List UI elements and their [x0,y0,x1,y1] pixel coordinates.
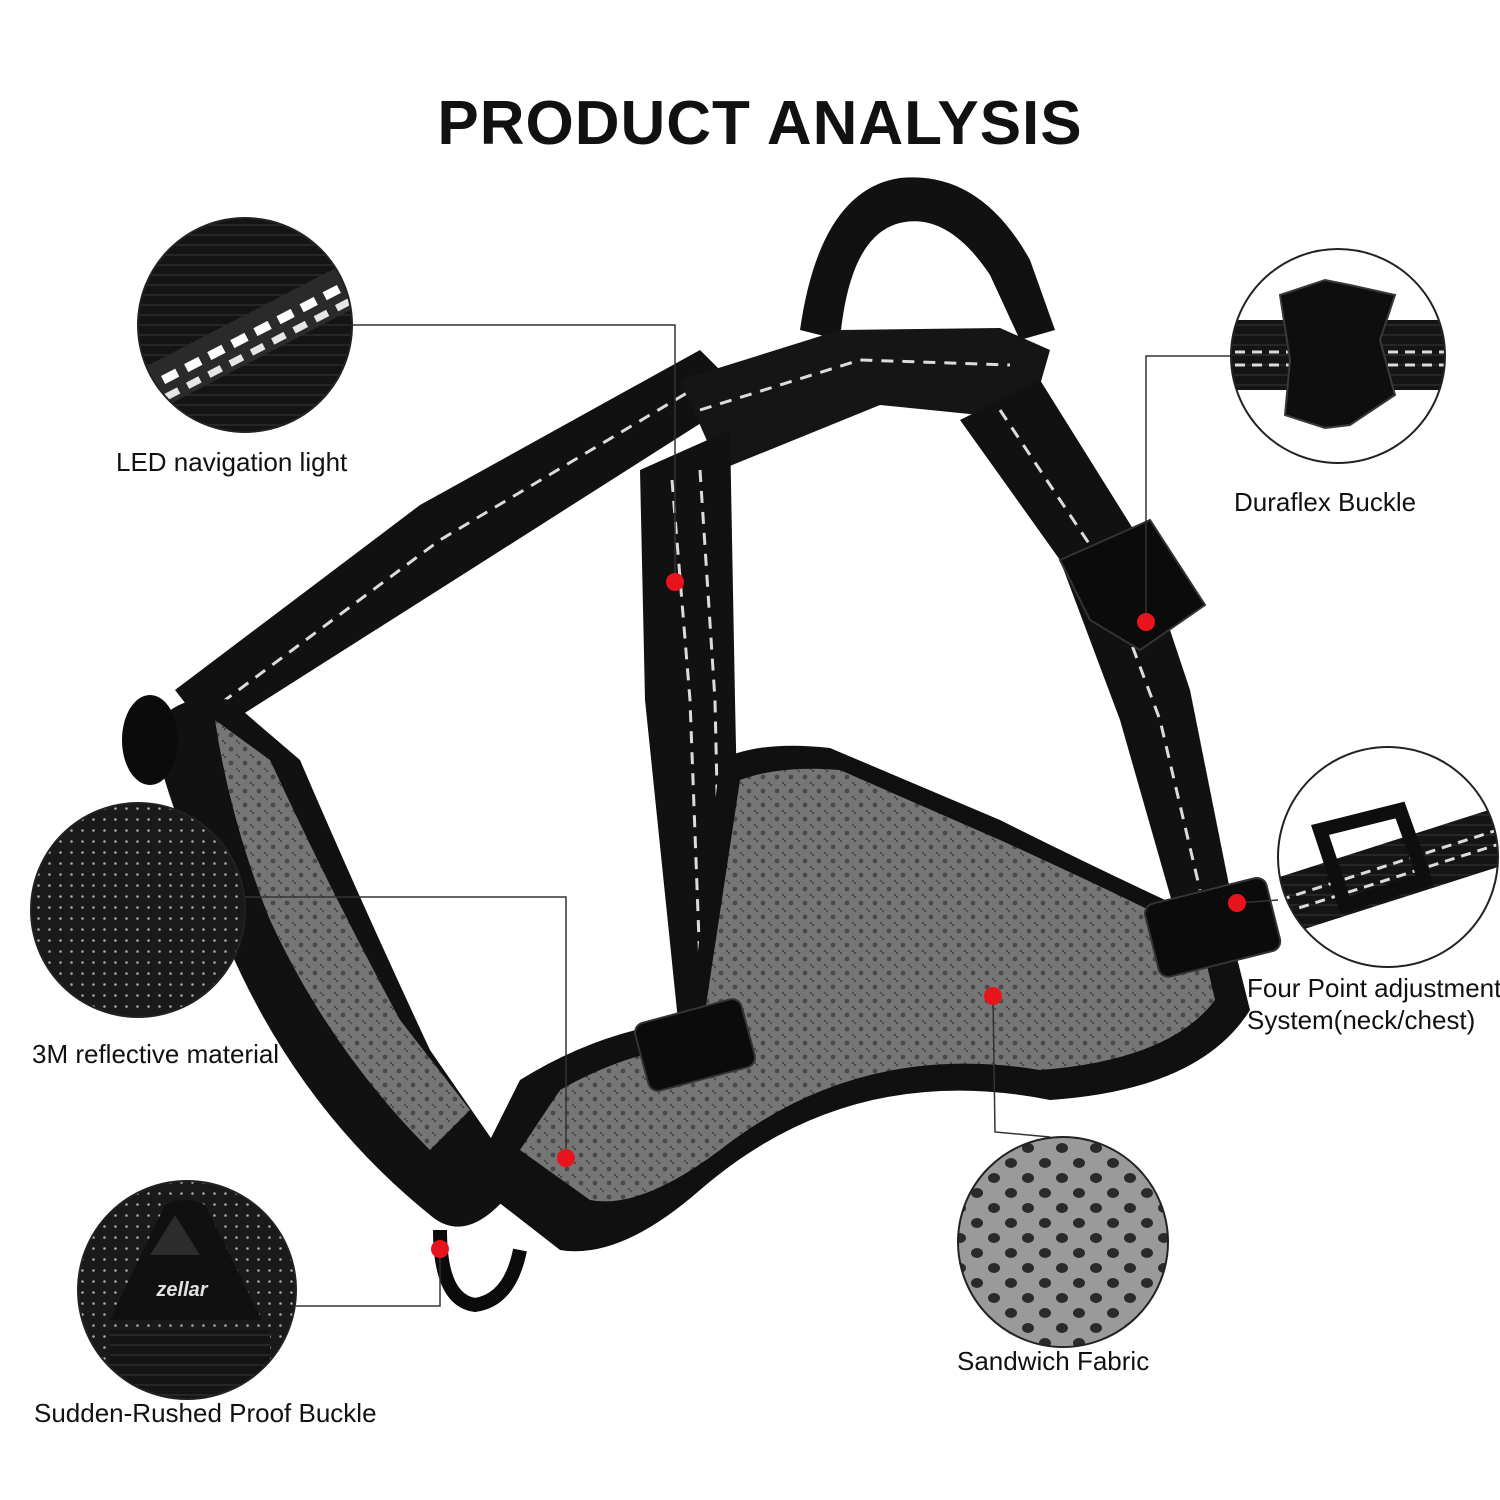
callout-four-point-line2: System(neck/chest) [1247,1005,1476,1035]
callout-sudden-rushed-proof-buckle: Sudden-Rushed Proof Buckle [34,1398,377,1428]
callout-3m-reflective-material: 3M reflective material [32,1039,280,1069]
callout-led-navigation-light: LED navigation light [116,447,348,477]
leader-lines [245,324,1279,1307]
red-marker-dot [557,1149,575,1167]
leader-3m [245,896,567,1157]
chest-slider [634,998,756,1092]
leader-led [352,324,676,580]
top-handle [800,177,1055,340]
leader-sudden [296,1250,441,1307]
duraflex-buckle [1058,518,1207,652]
neck-strap-left [175,350,745,735]
callout-duraflex-buckle: Duraflex Buckle [1234,487,1417,517]
reflective-stitch [998,409,1202,891]
callout-four-point-adjustment: Four Point adjustment System(neck/chest) [1247,972,1500,1036]
leash-d-ring [433,1229,527,1313]
reflective-stitch [670,479,704,1021]
detail-duraflex-circle [1230,248,1446,464]
zellar-logo: zellar [155,1279,208,1301]
detail-led-circle [137,217,353,433]
harness [122,177,1282,1313]
leader-sandwich [992,995,1051,1138]
callout-four-point-line1: Four Point adjustment [1247,973,1500,1003]
chest-mesh [520,768,1215,1202]
neck-ring [122,695,178,785]
collar-top [680,328,1050,470]
page-title: PRODUCT ANALYSIS [437,89,1083,158]
detail-sudden-circle: zellar [77,1180,297,1400]
detail-sandwich-circle [957,1136,1169,1348]
neck-tri-glide [1144,876,1282,978]
red-marker-dot [1228,894,1246,912]
detail-3m-circle [30,802,246,1018]
red-marker-dot [666,573,684,591]
red-marker-dot [1137,613,1155,631]
red-marker-dot [984,987,1002,1005]
reflective-stitch [204,376,713,717]
leader-duraflex [1145,355,1231,622]
callout-sandwich-fabric: Sandwich Fabric [957,1346,1150,1376]
red-marker-dot [431,1240,449,1258]
left-mesh [215,720,470,1150]
detail-four-point-circle [1277,746,1499,968]
markers [431,573,1246,1258]
right-strap [960,380,1230,930]
